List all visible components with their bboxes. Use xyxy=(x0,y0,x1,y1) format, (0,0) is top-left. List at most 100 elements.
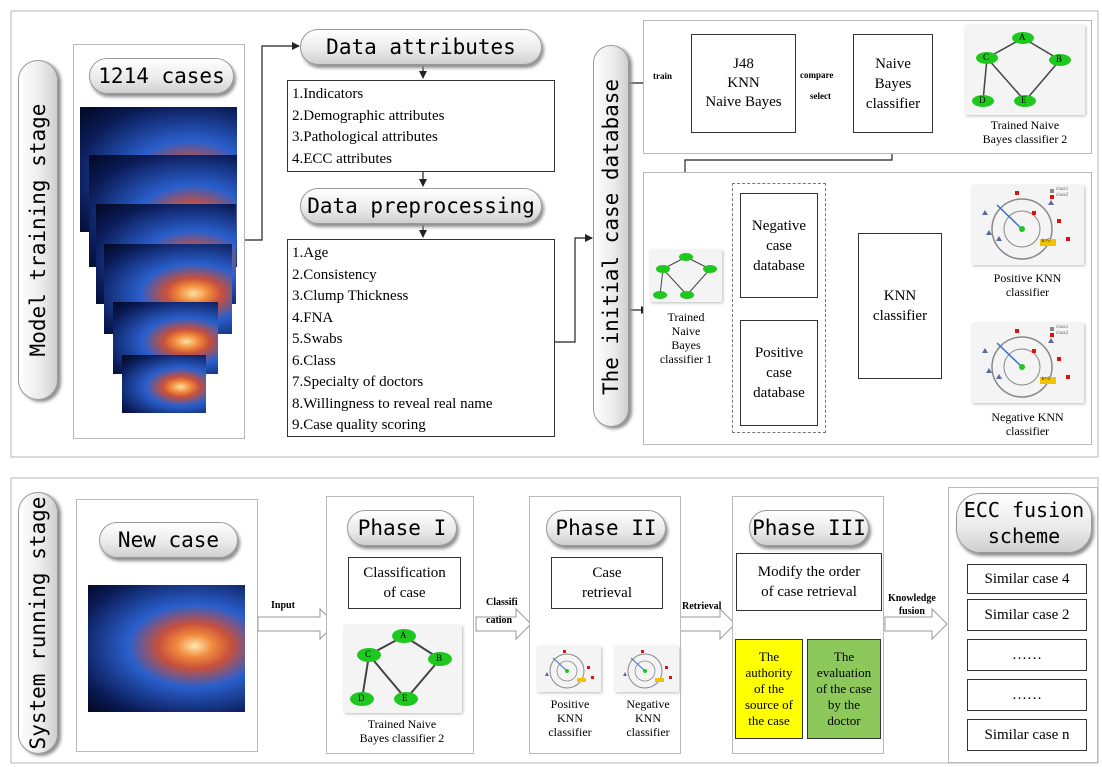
case-databases-group xyxy=(732,183,826,433)
preprocessing-item: 4.FNA xyxy=(292,309,334,326)
retrieval-label: Retrieval xyxy=(682,601,722,612)
box-line: doctor xyxy=(827,713,861,728)
attribute-item: 4.ECC attributes xyxy=(292,150,392,167)
tree-node-label: B xyxy=(1056,54,1063,64)
db-line: case xyxy=(766,365,792,381)
phase2-pill: Phase II xyxy=(546,510,666,546)
db-line: database xyxy=(753,257,805,274)
box-line: evaluation xyxy=(816,665,872,680)
caption-line: Positive KNN xyxy=(993,271,1062,285)
box-line: Modify the order xyxy=(757,564,861,580)
case-image xyxy=(122,355,206,413)
db-line: database xyxy=(753,385,805,401)
negative-knn-caption: Negative KNN classifier xyxy=(965,410,1090,438)
caption-line: Negative xyxy=(626,697,670,711)
preprocessing-item: 7.Specialty of doctors xyxy=(292,374,424,390)
box-line: retrieval xyxy=(582,585,632,601)
classification-label: Classifi cation xyxy=(486,594,518,630)
data-attributes-pill: Data attributes xyxy=(300,29,542,65)
similar-case-item: …… xyxy=(967,639,1087,671)
attributes-list: 1.Indicators 2.Demographic attributes 3.… xyxy=(288,82,444,170)
input-label: Input xyxy=(271,600,295,611)
knn-legend-label: class1 xyxy=(1056,187,1069,192)
algorithms-box: J48 KNN Naive Bayes xyxy=(691,34,796,133)
attribute-item: 1.Indicators xyxy=(292,86,364,102)
classification-box: Classification of case xyxy=(348,557,461,609)
positive-knn-thumb xyxy=(537,646,601,692)
nb-classifier-box: Naive Bayes classifier xyxy=(853,34,933,133)
title-line: scheme xyxy=(987,524,1061,548)
db-line: Negative xyxy=(751,217,807,234)
caption-line: classifier 1 xyxy=(659,352,713,366)
caption-line: classifier xyxy=(626,725,670,739)
tree-node-label: D xyxy=(358,693,365,703)
knn-classifier-box: KNN classifier xyxy=(858,233,942,379)
preprocessing-item: 2.Consistency xyxy=(292,266,377,283)
phase1-caption: Trained Naive Bayes classifier 2 xyxy=(336,717,468,745)
ecc-fusion-pill: ECC fusion scheme xyxy=(956,493,1092,553)
new-case-image xyxy=(88,585,245,712)
phase1-tree-image: A B C D E xyxy=(344,625,462,713)
tree-node-label: E xyxy=(1021,95,1027,105)
knn-legend-label: class1 xyxy=(1056,325,1069,330)
algorithm-j48: J48 xyxy=(733,56,754,72)
trained-nb1-caption: Trained Naive Bayes classifier 1 xyxy=(645,310,727,366)
preprocessing-item: 6.Class xyxy=(292,352,336,369)
box-line: of the case xyxy=(816,681,872,696)
label-line: Classifi xyxy=(486,597,518,608)
caption-line: Bayes xyxy=(671,338,701,352)
tree-node-label: E xyxy=(402,693,408,703)
bayes-tree-diagram xyxy=(972,32,1071,107)
negative-case-database: Negative case database xyxy=(740,193,818,298)
knn-k-tag: k=5 xyxy=(1042,239,1050,244)
attribute-item: 3.Pathological attributes xyxy=(292,129,438,145)
preprocessing-item: 9.Case quality scoring xyxy=(292,417,426,433)
caption-line: Bayes classifier 2 xyxy=(359,731,445,745)
modify-order-box: Modify the order of case retrieval xyxy=(736,553,882,611)
tree-node-label: D xyxy=(979,95,986,105)
case-database-pill xyxy=(593,45,629,427)
knowledge-fusion-label: Knowledge fusion xyxy=(888,592,936,618)
preprocessing-item: 5.Swabs xyxy=(292,331,343,347)
authority-box: The authority of the source of the case xyxy=(735,639,803,739)
running-stage-pill xyxy=(18,492,58,754)
algorithm-knn: KNN xyxy=(727,75,760,91)
tree-node-label: B xyxy=(436,653,443,663)
knn-scatter-diagram xyxy=(545,650,594,689)
trained-nb2-caption: Trained Naive Bayes classifier 2 xyxy=(960,118,1090,146)
case-database-label: The initial case database xyxy=(599,78,623,396)
box-line: Classification xyxy=(363,565,446,581)
caption-line: Negative KNN xyxy=(991,410,1064,424)
phase1-pill: Phase I xyxy=(347,510,457,546)
box-line: of case retrieval xyxy=(761,584,857,600)
knn-scatter-diagram xyxy=(623,650,672,689)
box-line: by the xyxy=(827,697,861,712)
trained-nb1-image xyxy=(650,250,722,302)
box-line: of the xyxy=(754,681,784,696)
caption-line: KNN xyxy=(635,711,661,725)
knn-line: KNN xyxy=(883,288,917,304)
box-line: Case xyxy=(592,565,622,581)
nb-classifier-line: classifier xyxy=(865,95,921,112)
compare-label: compare xyxy=(800,70,834,80)
label-line: fusion xyxy=(898,606,925,617)
training-stage-pill xyxy=(18,60,58,400)
tree-node-label: A xyxy=(400,630,407,640)
knn-legend-label: class2 xyxy=(1056,331,1069,336)
bayes-tree-diagram xyxy=(653,253,717,299)
db-line: Positive xyxy=(754,345,804,361)
preprocessing-item: 8.Willingness to reveal real name xyxy=(292,395,493,412)
caption-line: Bayes classifier 2 xyxy=(982,132,1068,146)
tree-node-label: C xyxy=(365,649,372,659)
trained-nb2-image: A B C D E xyxy=(965,25,1085,115)
preprocessing-list-box xyxy=(287,239,555,437)
training-stage-label: Model training stage xyxy=(26,103,50,357)
label-line: Knowledge xyxy=(888,593,936,604)
phase2-right-caption: Negative KNN classifier xyxy=(613,697,683,739)
train-label: train xyxy=(653,71,672,81)
algorithm-naive-bayes: Naive Bayes xyxy=(705,94,782,110)
running-stage-label: System running stage xyxy=(26,496,50,750)
preprocessing-item: 3.Clump Thickness xyxy=(292,288,409,304)
preprocessing-item: 1.Age xyxy=(292,245,329,261)
case-retrieval-box: Case retrieval xyxy=(551,557,663,609)
